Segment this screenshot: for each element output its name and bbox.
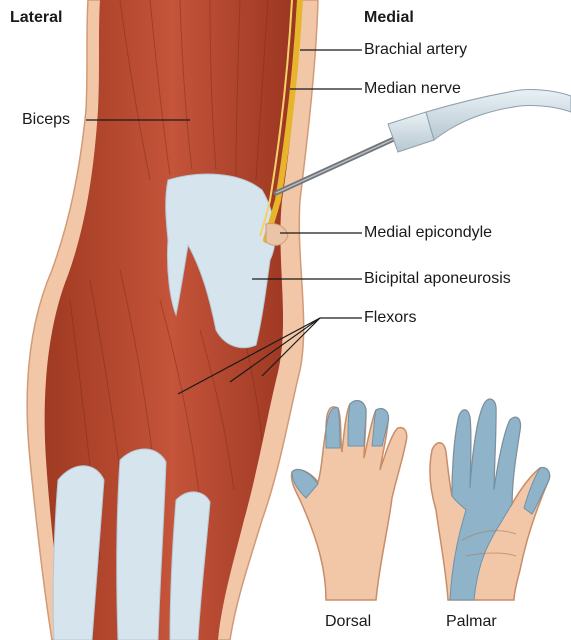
palmar-hand: [430, 399, 550, 600]
label-brachial-artery: Brachial artery: [364, 40, 467, 60]
injection-needle: [276, 89, 571, 193]
caption-dorsal: Dorsal: [325, 612, 371, 632]
label-bicipital-aponeurosis: Bicipital aponeurosis: [364, 269, 511, 289]
label-flexors: Flexors: [364, 308, 416, 328]
label-medial-epicondyle: Medial epicondyle: [364, 223, 492, 243]
lateral-heading: Lateral: [10, 8, 62, 28]
label-biceps: Biceps: [22, 110, 70, 130]
caption-palmar: Palmar: [446, 612, 497, 632]
dorsal-hand: [291, 401, 406, 600]
medial-heading: Medial: [364, 8, 414, 28]
label-median-nerve: Median nerve: [364, 79, 461, 99]
